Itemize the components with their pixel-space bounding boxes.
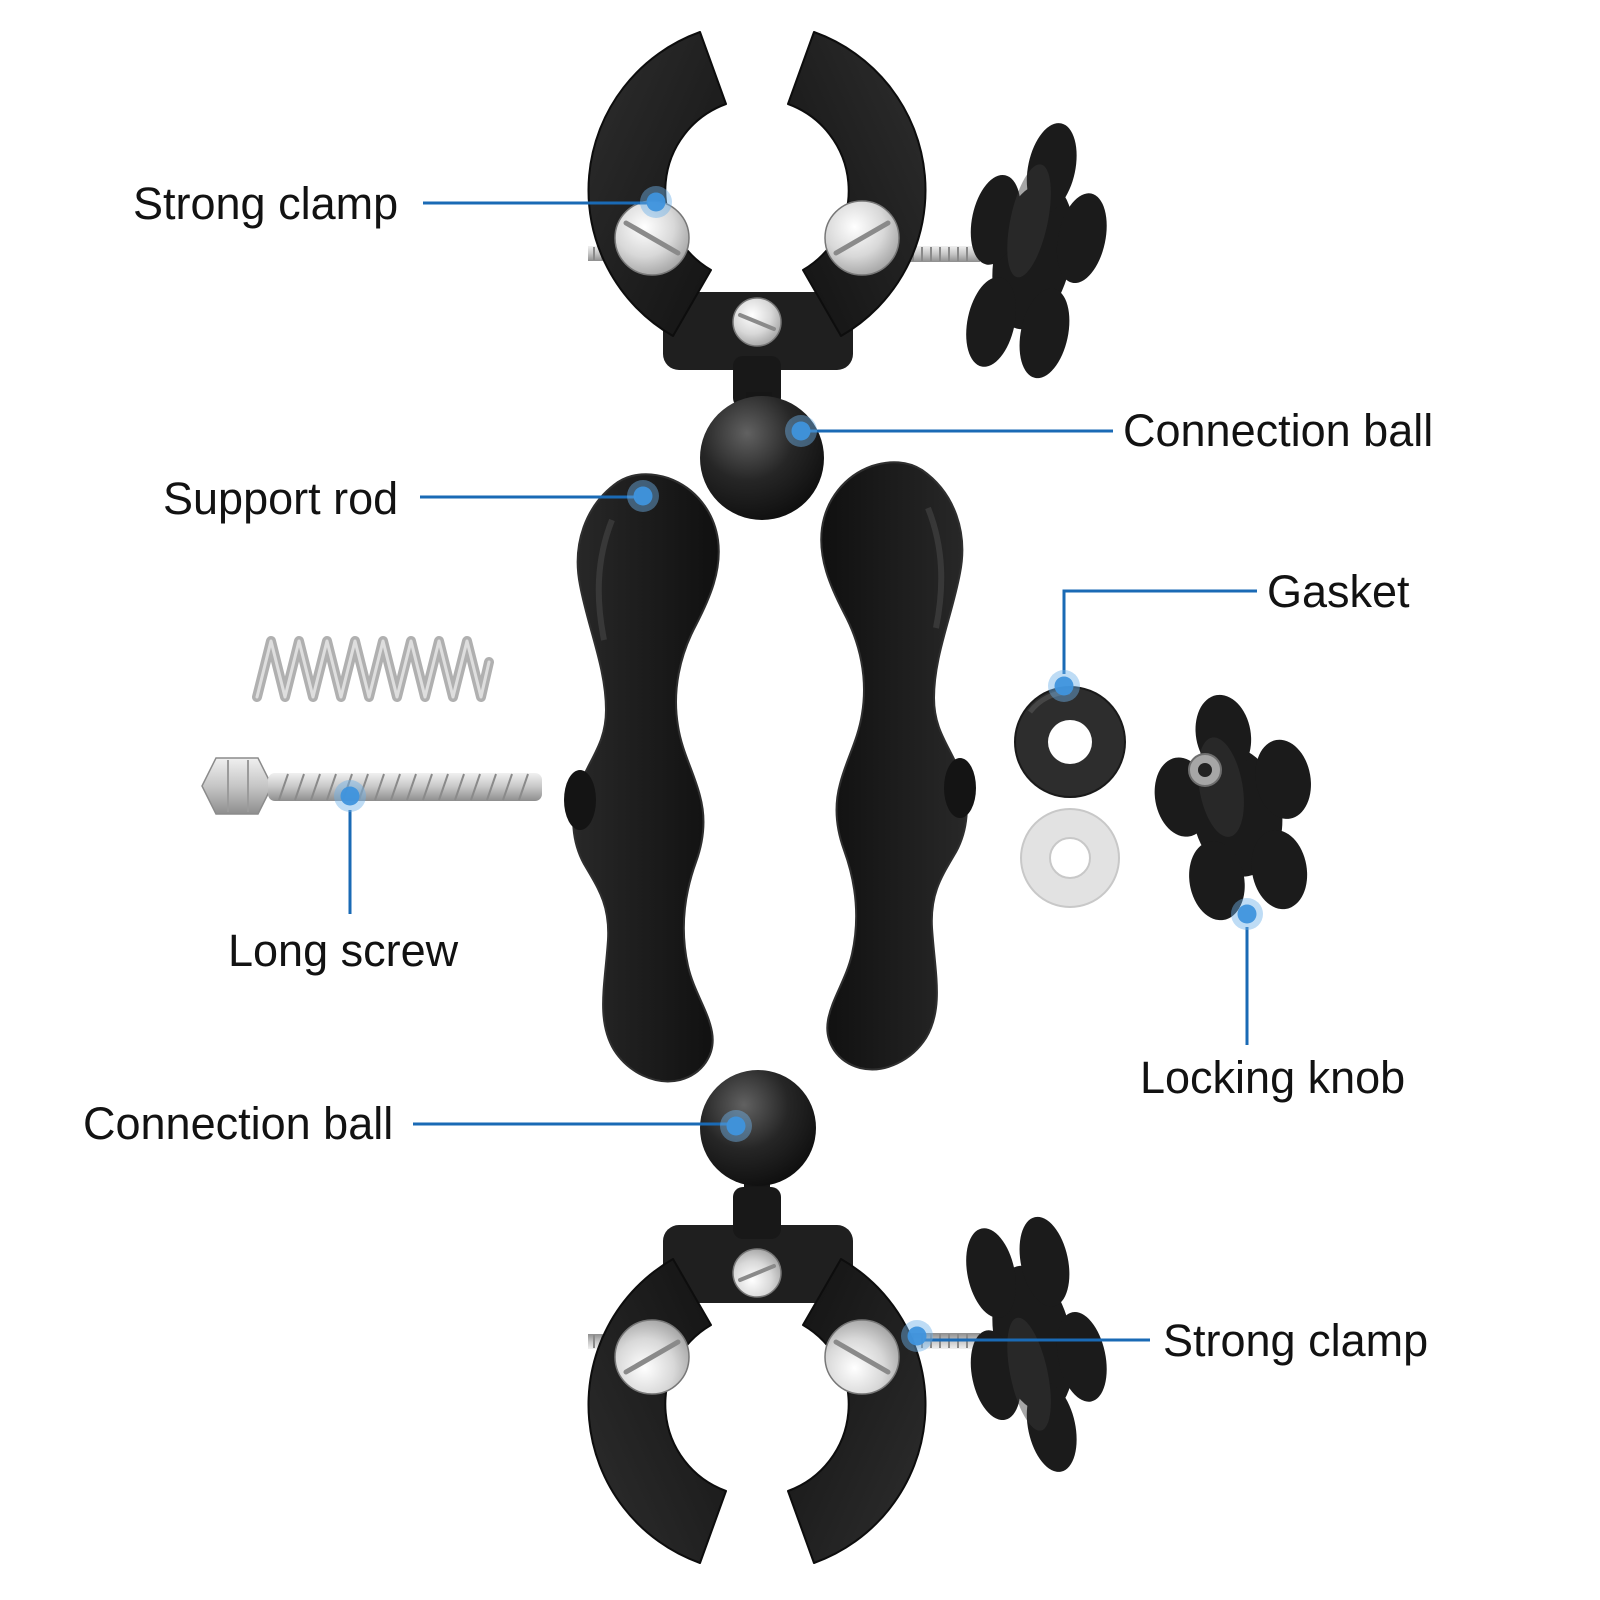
- label-long-screw: Long screw: [228, 925, 459, 976]
- dot-support-rod: [627, 480, 659, 512]
- label-gasket: Gasket: [1267, 566, 1410, 617]
- spring-illustration: [252, 636, 494, 702]
- leader-gasket: [1062, 589, 1257, 674]
- dot-connection-ball-bottom: [720, 1110, 752, 1142]
- dot-gasket: [1048, 670, 1080, 702]
- gasket-white-washer: [1020, 808, 1120, 908]
- label-strong-clamp-top: Strong clamp: [133, 178, 398, 229]
- label-locking-knob: Locking knob: [1140, 1052, 1405, 1103]
- strong-clamp-top-illustration: [587, 31, 1107, 408]
- screw-hex-head: [201, 757, 273, 815]
- label-connection-ball-top: Connection ball: [1123, 405, 1433, 456]
- dot-long-screw: [334, 780, 366, 812]
- dot-strong-clamp-bottom: [901, 1320, 933, 1352]
- dot-connection-ball-top: [785, 415, 817, 447]
- label-connection-ball-bottom: Connection ball: [83, 1098, 393, 1149]
- gasket-black-washer: [1014, 686, 1126, 798]
- clamp-jaw-right: [787, 31, 927, 337]
- long-screw-illustration: [201, 757, 542, 815]
- dot-strong-clamp-top: [640, 186, 672, 218]
- support-rod-right-half: [821, 462, 976, 1069]
- dot-locking-knob: [1231, 898, 1263, 930]
- connection-ball-top-illustration: [700, 392, 824, 520]
- screw-shaft: [268, 773, 542, 801]
- strong-clamp-bottom-illustration: [588, 1187, 1127, 1563]
- clamp-jaw-left: [587, 31, 727, 337]
- label-strong-clamp-bottom: Strong clamp: [1163, 1315, 1428, 1366]
- support-rod-bolt-boss: [564, 770, 596, 830]
- locking-knob-illustration: [1154, 694, 1311, 921]
- label-support-rod: Support rod: [163, 473, 398, 524]
- support-rod-left-half: [564, 473, 720, 1083]
- clamp-tightening-knob: [966, 123, 1107, 379]
